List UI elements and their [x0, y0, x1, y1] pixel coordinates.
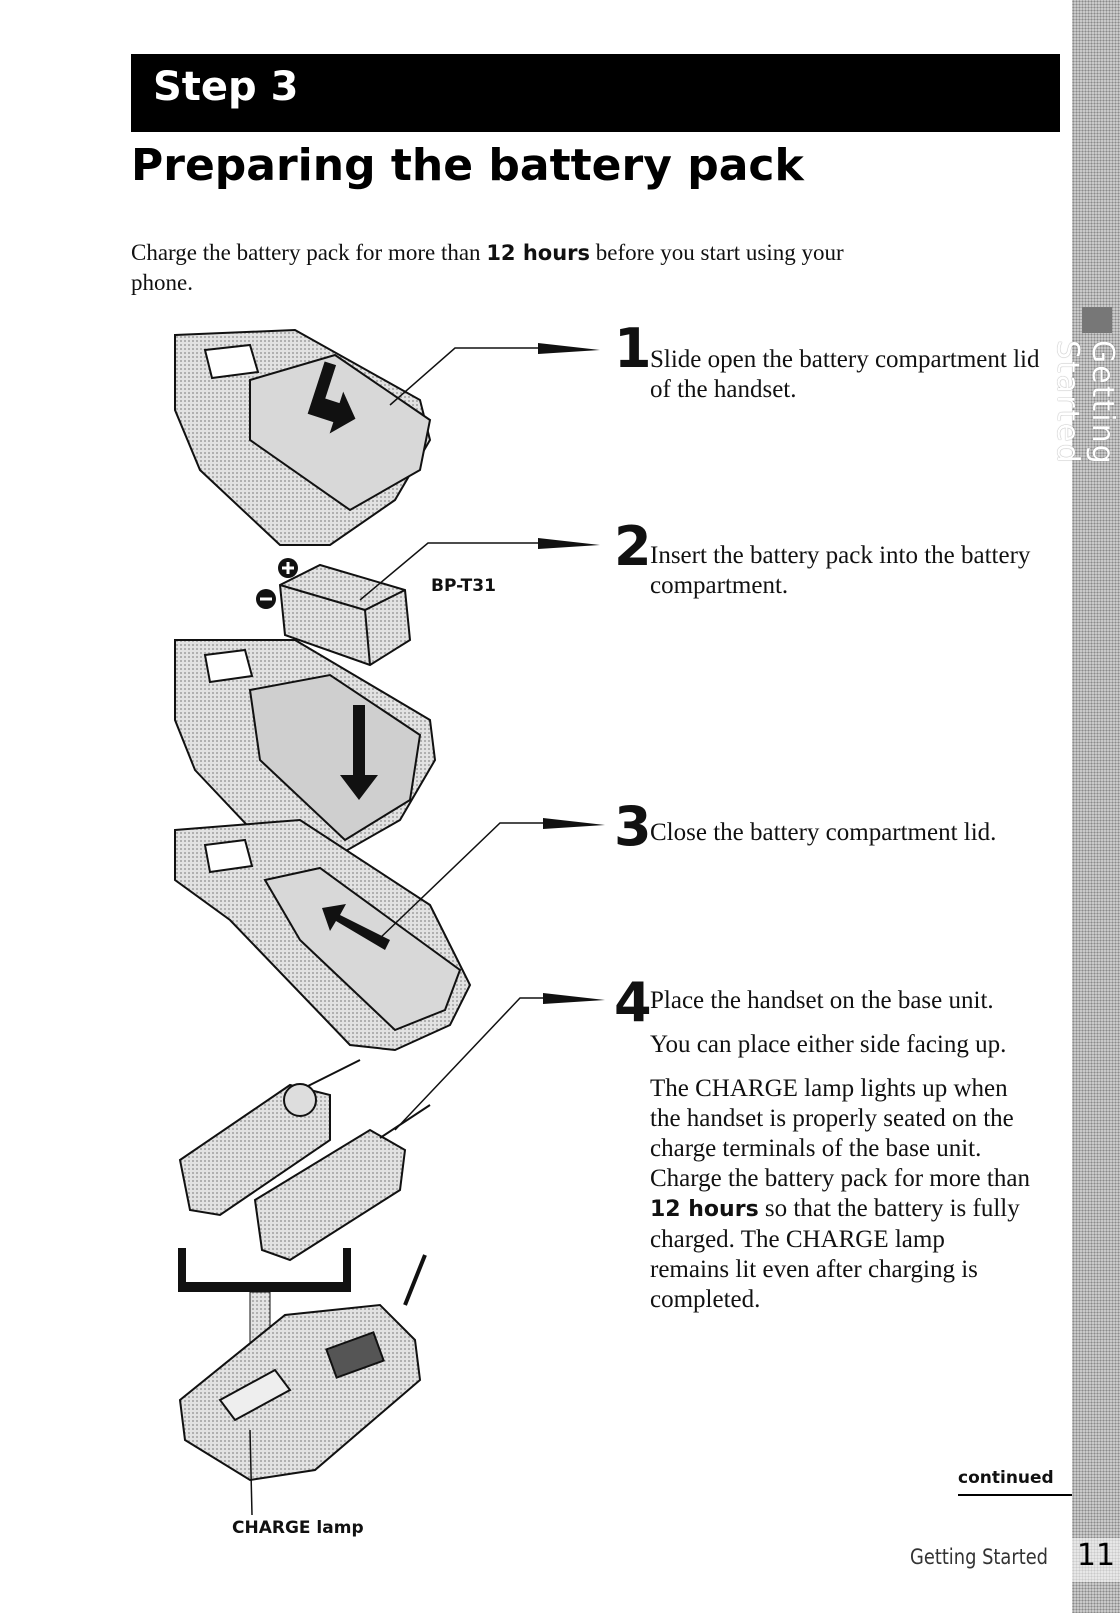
base-unit-illustration — [178, 1254, 427, 1482]
step-1-instruction: Slide open the battery compartment lid o… — [650, 346, 1040, 403]
battery-illustration — [174, 328, 605, 1516]
page-number: 11 — [1072, 1538, 1120, 1582]
handset-closed-lid-illustration — [174, 818, 472, 1052]
handset-lid-open-illustration — [174, 328, 432, 546]
close-arrow-icon — [322, 904, 390, 950]
step-text-2: Insert the battery pack into the battery… — [650, 541, 1050, 615]
battery-pack-illustration — [278, 563, 412, 667]
charge-lamp-label: CHARGE lamp — [232, 1518, 364, 1538]
sidebar-section-label: Getting Started — [1050, 340, 1120, 466]
slide-arrow-icon — [307, 361, 356, 434]
step-number-2: 2 — [614, 515, 652, 578]
step-number-3: 3 — [614, 795, 652, 858]
two-handsets-illustration — [178, 1059, 431, 1262]
step-banner: Step 3 — [131, 54, 1060, 132]
step-4-note-2: The CHARGE lamp lights up when the hands… — [650, 1074, 1030, 1315]
continued-rule — [958, 1494, 1072, 1496]
footer-section-name: Getting Started — [910, 1545, 1049, 1569]
step-text-4: Place the handset on the base unit. You … — [650, 986, 1030, 1329]
step-text-1: Slide open the battery compartment lid o… — [650, 345, 1050, 419]
insert-arrow-icon — [340, 705, 378, 800]
intro-text-before: Charge the battery pack for more than — [131, 240, 487, 265]
handset-open-compartment-illustration — [174, 639, 437, 861]
step-number-4: 4 — [614, 971, 652, 1034]
page-title: Preparing the battery pack — [131, 140, 804, 191]
step-4-note-2-after: so that the battery is fully charged. Th… — [650, 1195, 1020, 1313]
section-sidebar — [1072, 0, 1120, 1613]
negative-terminal-icon — [256, 589, 276, 609]
sidebar-marker — [1082, 307, 1112, 333]
step-4-note-2-before: The CHARGE lamp lights up when the hands… — [650, 1075, 1030, 1192]
step-4-note-2-bold: 12 hours — [650, 1197, 759, 1222]
step-4-note-1: You can place either side facing up. — [650, 1031, 1007, 1058]
battery-model-label: BP-T31 — [431, 576, 496, 596]
continued-label: continued — [958, 1468, 1054, 1488]
placement-bracket — [178, 1248, 351, 1292]
step-4-instruction: Place the handset on the base unit. — [650, 987, 994, 1014]
step-2-instruction: Insert the battery pack into the battery… — [650, 542, 1031, 599]
intro-text-bold: 12 hours — [486, 241, 591, 265]
callout-lines — [249, 347, 545, 1516]
step-label: Step 3 — [153, 64, 299, 110]
step-3-instruction: Close the battery compartment lid. — [650, 819, 997, 846]
callout-arrowheads — [538, 343, 605, 1004]
intro-text-after: before you start using your phone. — [131, 240, 844, 295]
step-number-1: 1 — [614, 317, 652, 380]
positive-terminal-icon — [278, 558, 298, 578]
intro-paragraph: Charge the battery pack for more than 12… — [131, 238, 911, 298]
step-text-3: Close the battery compartment lid. — [650, 818, 1050, 862]
